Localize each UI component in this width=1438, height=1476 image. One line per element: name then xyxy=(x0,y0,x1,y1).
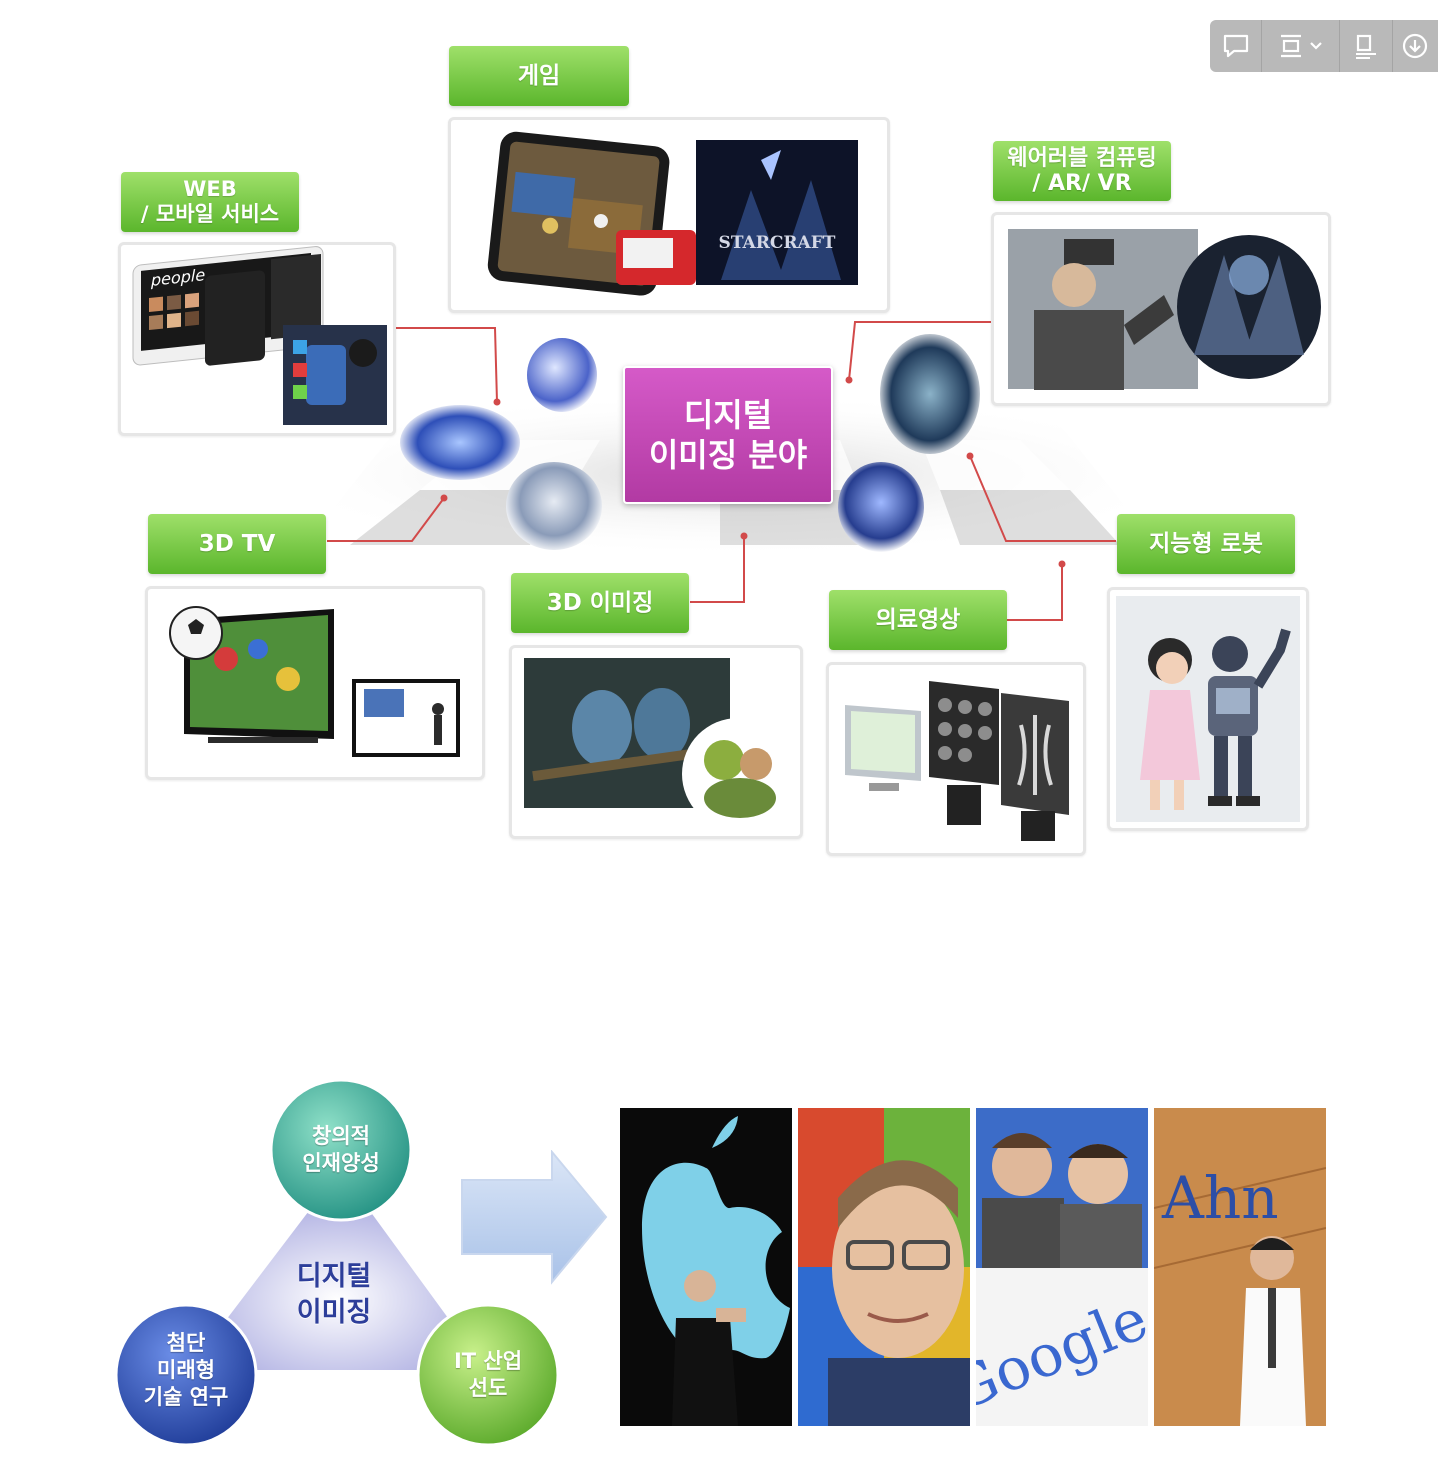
photo-apple xyxy=(620,1108,792,1426)
photo-bill-gates xyxy=(798,1108,970,1426)
label-web-mobile: WEB / 모바일 서비스 xyxy=(121,172,299,232)
image-web-mobile: people xyxy=(118,242,396,436)
layout-icon xyxy=(1355,34,1376,59)
frame-select-icon xyxy=(1280,34,1301,58)
image-wearable xyxy=(991,212,1331,406)
bubble-mobile xyxy=(527,338,597,412)
label-game-text: 게임 xyxy=(517,63,561,89)
center-digital-imaging-box: 디지털 이미징 분야 xyxy=(623,366,833,504)
label-3d-imaging-text: 3D 이미징 xyxy=(546,590,654,616)
label-wearable-ar-vr: 웨어러블 컴퓨팅 / AR/ VR xyxy=(993,141,1171,201)
circle-top-line1: 창의적 xyxy=(312,1124,370,1148)
center-title-line2: 이미징 분야 xyxy=(648,436,808,474)
connector-lines xyxy=(327,321,1116,621)
image-3d-imaging xyxy=(509,645,803,839)
circle-left-line3: 기술 연구 xyxy=(143,1384,229,1409)
label-game: 게임 xyxy=(449,46,629,106)
label-web-text: WEB xyxy=(183,177,237,201)
wearable-illustration xyxy=(1008,229,1321,390)
chevron-down-icon xyxy=(1310,42,1322,50)
label-medical-text: 의료영상 xyxy=(875,607,961,633)
image-medical xyxy=(826,662,1086,856)
download-icon xyxy=(1403,33,1428,59)
medical-illustration xyxy=(845,681,1069,841)
ahn-photo: Ahn xyxy=(1154,1108,1326,1426)
circle-it-industry: IT 산업 선도 xyxy=(418,1340,558,1410)
triangle-center-line1: 디지털 xyxy=(296,1261,372,1292)
circle-top-line2: 인재양성 xyxy=(302,1151,380,1175)
circle-right-line2: 선도 xyxy=(468,1376,508,1400)
label-3d-tv: 3D TV xyxy=(148,514,326,574)
apple-logo-photo xyxy=(642,1116,790,1426)
layout-button[interactable] xyxy=(1340,20,1393,72)
circle-right-line1: IT 산업 xyxy=(453,1349,523,1373)
bubble-network xyxy=(400,405,520,480)
ahn-logo-text: Ahn xyxy=(1161,1164,1279,1232)
google-founders-photo: Google xyxy=(976,1108,1148,1426)
triangle-center-line2: 이미징 xyxy=(296,1297,372,1328)
label-3d-imaging: 3D 이미징 xyxy=(511,573,689,633)
circle-left-line1: 첨단 xyxy=(166,1330,206,1355)
circle-left-line2: 미래형 xyxy=(157,1357,215,1382)
bill-gates-photo xyxy=(798,1108,970,1426)
label-intelligent-robot: 지능형 로봇 xyxy=(1117,514,1295,574)
image-toolbar xyxy=(1210,20,1438,72)
right-arrow-icon xyxy=(461,1150,608,1285)
comment-icon xyxy=(1223,34,1248,58)
bubble-tablet xyxy=(506,462,602,550)
bubble-face xyxy=(880,334,980,454)
bubble-people xyxy=(838,462,924,552)
starcraft-text: STARCRAFT xyxy=(719,233,836,253)
circle-creative-talent: 창의적 인재양성 xyxy=(271,1110,411,1190)
image-3d-tv xyxy=(145,586,485,780)
label-3d-tv-text: 3D TV xyxy=(198,531,276,557)
label-wearable-text: 웨어러블 컴퓨팅 xyxy=(1007,146,1157,171)
label-mobile-text: / 모바일 서비스 xyxy=(140,202,280,226)
3d-tv-illustration xyxy=(169,606,460,757)
robot-illustration xyxy=(1116,596,1300,822)
photo-ahn: Ahn xyxy=(1154,1108,1326,1426)
image-robot xyxy=(1107,587,1309,831)
frame-select-button[interactable] xyxy=(1262,20,1341,72)
label-ar-vr-text: / AR/ VR xyxy=(1032,171,1132,196)
circle-advanced-tech: 첨단 미래형 기술 연구 xyxy=(116,1325,256,1415)
triangle-diagram xyxy=(114,1078,560,1447)
image-game: STARCRAFT xyxy=(448,117,890,313)
comment-button[interactable] xyxy=(1210,20,1263,72)
3d-imaging-illustration xyxy=(524,658,794,830)
web-mobile-illustration: people xyxy=(132,246,387,425)
label-medical: 의료영상 xyxy=(829,590,1007,650)
game-illustration: STARCRAFT xyxy=(487,131,858,296)
download-button[interactable] xyxy=(1393,20,1438,72)
photo-google-founders: Google xyxy=(976,1108,1148,1426)
triangle-center-label: 디지털 이미징 xyxy=(264,1255,404,1335)
center-title-line1: 디지털 xyxy=(683,396,773,434)
label-robot-text: 지능형 로봇 xyxy=(1149,531,1263,557)
